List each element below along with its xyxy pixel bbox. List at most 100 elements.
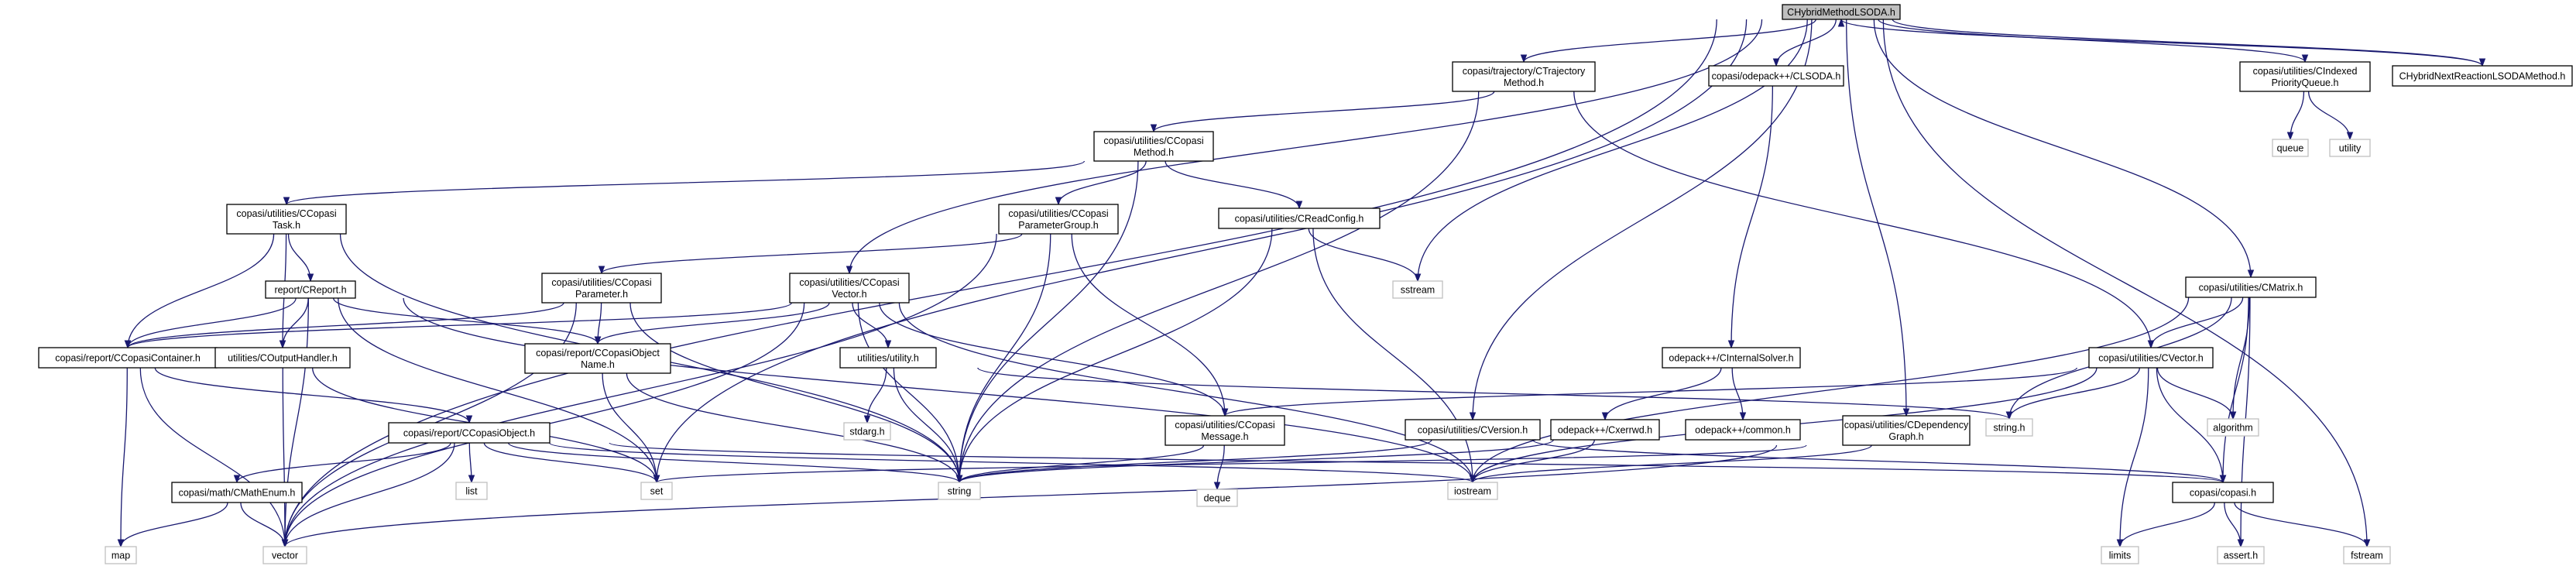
node-box-common[interactable] [1685, 419, 1801, 441]
node-box-ccparam[interactable] [541, 273, 662, 304]
node-coutput[interactable]: utilities/COutputHandler.h [214, 347, 351, 369]
node-cversion[interactable]: copasi/utilities/CVersion.h [1405, 419, 1541, 441]
node-box-set[interactable] [640, 482, 673, 500]
edge-utilityh-to-stringh [977, 367, 2010, 420]
node-limits[interactable]: limits [2101, 546, 2139, 564]
arrowhead-ccmethod-to-ccpgroup [1055, 197, 1062, 206]
node-box-clsoda[interactable] [1708, 65, 1844, 87]
node-box-iostream[interactable] [1447, 482, 1498, 500]
node-box-cdepgraph[interactable] [1842, 415, 1971, 446]
node-cxerm[interactable]: odepack++/Cxerrwd.h [1550, 419, 1660, 441]
node-box-chybridnext[interactable] [2392, 65, 2573, 87]
edge-ccmethod-to-cctask [286, 160, 1086, 205]
node-box-cvectorh[interactable] [2088, 347, 2214, 369]
node-set[interactable]: set [640, 482, 673, 500]
node-stringh[interactable]: string.h [1985, 418, 2033, 437]
node-box-stdargh[interactable] [843, 422, 891, 441]
node-box-vector[interactable] [262, 546, 307, 564]
node-box-cinternal[interactable] [1662, 347, 1801, 369]
node-box-limits[interactable] [2101, 546, 2139, 564]
arrowhead-ccvector-to-ccontainer [124, 340, 132, 349]
node-box-sstream[interactable] [1392, 280, 1443, 299]
node-cvectorh[interactable]: copasi/utilities/CVector.h [2088, 347, 2214, 369]
node-copasih[interactable]: copasi/copasi.h [2172, 482, 2274, 503]
node-utilityh[interactable]: utilities/utility.h [839, 347, 937, 369]
node-box-string[interactable] [938, 482, 981, 500]
node-clsoda[interactable]: copasi/odepack++/CLSODA.h [1708, 65, 1844, 87]
node-list[interactable]: list [455, 482, 488, 500]
node-vector[interactable]: vector [262, 546, 307, 564]
node-box-map[interactable] [105, 546, 137, 564]
node-ccobject[interactable]: copasi/report/CCopasiObject.h [388, 422, 551, 444]
node-box-cmathenum[interactable] [171, 482, 303, 503]
node-box-queue[interactable] [2272, 139, 2309, 157]
edge-root-to-cmatrix [1873, 19, 2252, 278]
node-box-stringh[interactable] [1985, 418, 2033, 437]
node-box-cindexed[interactable] [2239, 61, 2371, 92]
node-chybridnext[interactable]: CHybridNextReactionLSODAMethod.h [2392, 65, 2573, 87]
node-box-utilityh[interactable] [839, 347, 937, 369]
node-box-coutput[interactable] [214, 347, 351, 369]
node-box-deque[interactable] [1196, 489, 1238, 507]
node-ccontainer[interactable]: copasi/report/CCopasiContainer.h [38, 347, 218, 369]
node-box-list[interactable] [455, 482, 488, 500]
node-box-ccmessage[interactable] [1165, 415, 1285, 446]
node-box-root[interactable] [1782, 4, 1901, 20]
node-map[interactable]: map [105, 546, 137, 564]
node-iostream[interactable]: iostream [1447, 482, 1498, 500]
node-box-asserth[interactable] [2217, 546, 2265, 564]
node-box-fstream[interactable] [2343, 546, 2391, 564]
edge-creport-to-vector [284, 297, 310, 547]
node-algorithm[interactable]: algorithm [2207, 418, 2259, 437]
node-fstream[interactable]: fstream [2343, 546, 2391, 564]
node-deque[interactable]: deque [1196, 489, 1238, 507]
node-stdargh[interactable]: stdarg.h [843, 422, 891, 441]
node-box-ccvector[interactable] [789, 273, 910, 304]
node-box-ctraj[interactable] [1452, 61, 1596, 92]
node-box-ccobjname[interactable] [524, 343, 671, 374]
node-string[interactable]: string [938, 482, 981, 500]
arrowhead-copasih-to-fstream [2363, 539, 2371, 548]
arrowhead-ccobject-to-cmathenum [233, 475, 241, 484]
node-cmathenum[interactable]: copasi/math/CMathEnum.h [171, 482, 303, 503]
node-cmatrix[interactable]: copasi/utilities/CMatrix.h [2185, 276, 2317, 298]
node-box-ccontainer[interactable] [38, 347, 218, 369]
node-utility[interactable]: utility [2329, 139, 2371, 157]
node-queue[interactable]: queue [2272, 139, 2309, 157]
arrowhead-cdepgraph-to-vector [281, 539, 289, 548]
edge-ccontainer-to-map [120, 367, 128, 547]
arrowhead-copasih-to-limits [2116, 539, 2124, 548]
node-common[interactable]: odepack++/common.h [1685, 419, 1801, 441]
node-box-algorithm[interactable] [2207, 418, 2259, 437]
node-box-cxerm[interactable] [1550, 419, 1660, 441]
node-box-ccmethod[interactable] [1093, 131, 1214, 162]
node-box-utility[interactable] [2329, 139, 2371, 157]
node-creadconfig[interactable]: copasi/utilities/CReadConfig.h [1218, 208, 1381, 229]
node-box-creport[interactable] [265, 280, 356, 299]
node-root[interactable]: CHybridMethodLSODA.h [1782, 4, 1901, 20]
node-cinternal[interactable]: odepack++/CInternalSolver.h [1662, 347, 1801, 369]
edge-root-to-clsoda [1775, 19, 1837, 67]
node-box-cversion[interactable] [1405, 419, 1541, 441]
node-asserth[interactable]: assert.h [2217, 546, 2265, 564]
node-sstream[interactable]: sstream [1392, 280, 1443, 299]
node-box-ccobject[interactable] [388, 422, 551, 444]
node-creport[interactable]: report/CReport.h [265, 280, 356, 299]
node-box-copasih[interactable] [2172, 482, 2274, 503]
node-box-cctask[interactable] [226, 204, 347, 235]
node-box-cmatrix[interactable] [2185, 276, 2317, 298]
node-box-ccpgroup[interactable] [998, 204, 1119, 235]
node-label-cctask: Task.h [273, 220, 300, 231]
node-label-limits: limits [2109, 551, 2131, 561]
node-box-creadconfig[interactable] [1218, 208, 1381, 229]
